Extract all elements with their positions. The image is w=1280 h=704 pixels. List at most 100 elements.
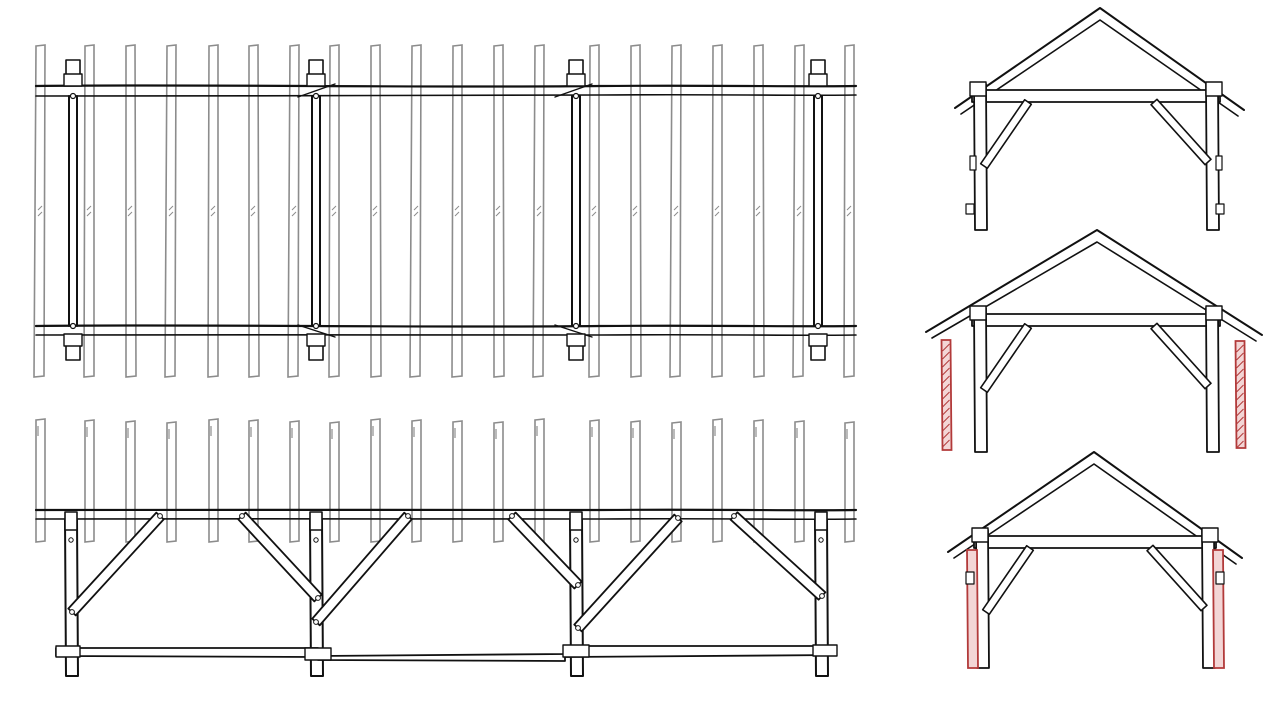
plan-scarf-joint bbox=[554, 83, 593, 98]
section-brace bbox=[1146, 544, 1208, 612]
plan-rafter-joint-mark bbox=[168, 205, 174, 217]
elevation-rafter bbox=[84, 419, 95, 543]
elevation-rafter bbox=[844, 421, 855, 543]
section-hatch-line bbox=[1236, 416, 1244, 425]
plan-tie-beam bbox=[311, 95, 321, 327]
section-hatch-line bbox=[1236, 424, 1244, 433]
plan-rafter-joint-mark bbox=[250, 205, 256, 217]
plan-rafter-joint-mark bbox=[37, 205, 43, 217]
plan-peg bbox=[312, 92, 320, 100]
elevation-brace-peg bbox=[69, 609, 75, 615]
plan-rafter bbox=[630, 44, 642, 378]
elevation-rafter bbox=[753, 419, 764, 543]
elevation-brace bbox=[311, 511, 413, 627]
section-hatch-line bbox=[942, 423, 950, 432]
cross-section bbox=[925, 229, 1263, 453]
plan-rafter bbox=[843, 44, 855, 378]
elevation-rafter bbox=[794, 420, 805, 543]
elevation-top-plate-lower-edge bbox=[35, 517, 857, 521]
section-roof-outer bbox=[947, 451, 1243, 559]
plan-top-plate-lower-edge bbox=[35, 93, 857, 97]
elevation-rafter bbox=[712, 418, 723, 543]
section-hatch-line bbox=[1236, 384, 1244, 393]
plan-rafter bbox=[125, 44, 137, 378]
section-hatch-line bbox=[1236, 440, 1244, 449]
plan-rafter-joint-mark bbox=[413, 205, 419, 217]
section-roof-inner bbox=[953, 463, 1237, 565]
elevation-brace-peg bbox=[157, 513, 163, 519]
section-post-cap bbox=[1201, 527, 1219, 543]
plan-rafter bbox=[328, 44, 340, 378]
section-hatch-line bbox=[942, 407, 950, 416]
elevation-peg bbox=[818, 537, 824, 543]
elevation-brace bbox=[729, 511, 827, 601]
plan-top-plate bbox=[34, 84, 858, 88]
cross-sections bbox=[925, 7, 1263, 669]
plan-rafter bbox=[207, 44, 219, 378]
elevation-post-tenon bbox=[569, 511, 583, 531]
plan-rafter-joint-mark bbox=[454, 205, 460, 217]
plan-rafter-joint-mark bbox=[331, 205, 337, 217]
elevation-sill-block bbox=[304, 647, 332, 661]
plan-tie-beam bbox=[68, 95, 78, 327]
elevation-sill-block bbox=[812, 644, 838, 657]
elevation-peg bbox=[313, 537, 319, 543]
section-post-cap bbox=[1205, 305, 1223, 321]
section-hatch-line bbox=[1236, 392, 1244, 401]
plan-rafter bbox=[493, 44, 505, 378]
section-wedge bbox=[1215, 571, 1225, 585]
section-roof-outer bbox=[954, 7, 1245, 111]
section-roof-inner bbox=[931, 241, 1257, 342]
plan-view bbox=[33, 44, 858, 378]
elevation-peg bbox=[573, 537, 579, 543]
section-hatch-line bbox=[942, 431, 950, 440]
elevation-rafter bbox=[125, 420, 136, 543]
plan-rafter bbox=[287, 44, 300, 378]
section-hatch-line bbox=[942, 391, 950, 400]
section-wedge bbox=[1215, 203, 1225, 215]
elevation-rafter bbox=[452, 420, 463, 543]
section-post bbox=[973, 307, 988, 453]
plan-peg bbox=[312, 322, 320, 330]
elevation-sill-block bbox=[55, 645, 81, 658]
section-hatch-line bbox=[942, 439, 950, 448]
elevation-brace-peg bbox=[405, 513, 411, 519]
elevation-rafter bbox=[166, 421, 177, 543]
plan-rafter-joint-mark bbox=[632, 205, 638, 217]
plan-rafter-joint-mark bbox=[86, 205, 92, 217]
section-wedge bbox=[965, 203, 975, 215]
elevation-rafter bbox=[208, 418, 219, 543]
cross-section bbox=[954, 7, 1245, 231]
plan-post-cap bbox=[63, 73, 83, 87]
section-hatch-line bbox=[942, 399, 950, 408]
section-tie-beam bbox=[973, 535, 1217, 549]
plan-peg bbox=[69, 322, 77, 330]
section-post-cap bbox=[1205, 81, 1223, 97]
plan-rafter bbox=[451, 44, 463, 378]
section-brace bbox=[979, 98, 1033, 170]
plan-bottom-plate bbox=[34, 324, 858, 328]
section-outer-post-highlight bbox=[1234, 340, 1247, 449]
elevation-peg bbox=[68, 537, 74, 543]
section-tie-beam bbox=[971, 89, 1221, 103]
plan-scarf-joint bbox=[297, 324, 336, 338]
section-hatch-line bbox=[1236, 408, 1244, 417]
elevation-brace-peg bbox=[731, 513, 737, 519]
plan-rafter bbox=[669, 44, 682, 378]
elevation-sill-beam bbox=[55, 645, 837, 662]
plan-peg bbox=[814, 322, 822, 330]
elevation-rafter bbox=[671, 421, 682, 543]
elevation-rafter bbox=[589, 419, 600, 543]
plan-rafter bbox=[370, 44, 382, 378]
section-hatch-line bbox=[942, 375, 950, 384]
plan-peg bbox=[572, 322, 580, 330]
elevation-post-tenon bbox=[814, 511, 828, 531]
plan-tie-beam bbox=[813, 95, 823, 327]
plan-rafter-joint-mark bbox=[673, 205, 679, 217]
plan-rafter-joint-mark bbox=[846, 205, 852, 217]
section-tie-beam bbox=[971, 313, 1221, 327]
section-post-cap bbox=[971, 527, 989, 543]
plan-frames bbox=[63, 59, 828, 361]
plan-rafter-joint-mark bbox=[291, 205, 297, 217]
plan-tie-beam bbox=[571, 95, 581, 327]
